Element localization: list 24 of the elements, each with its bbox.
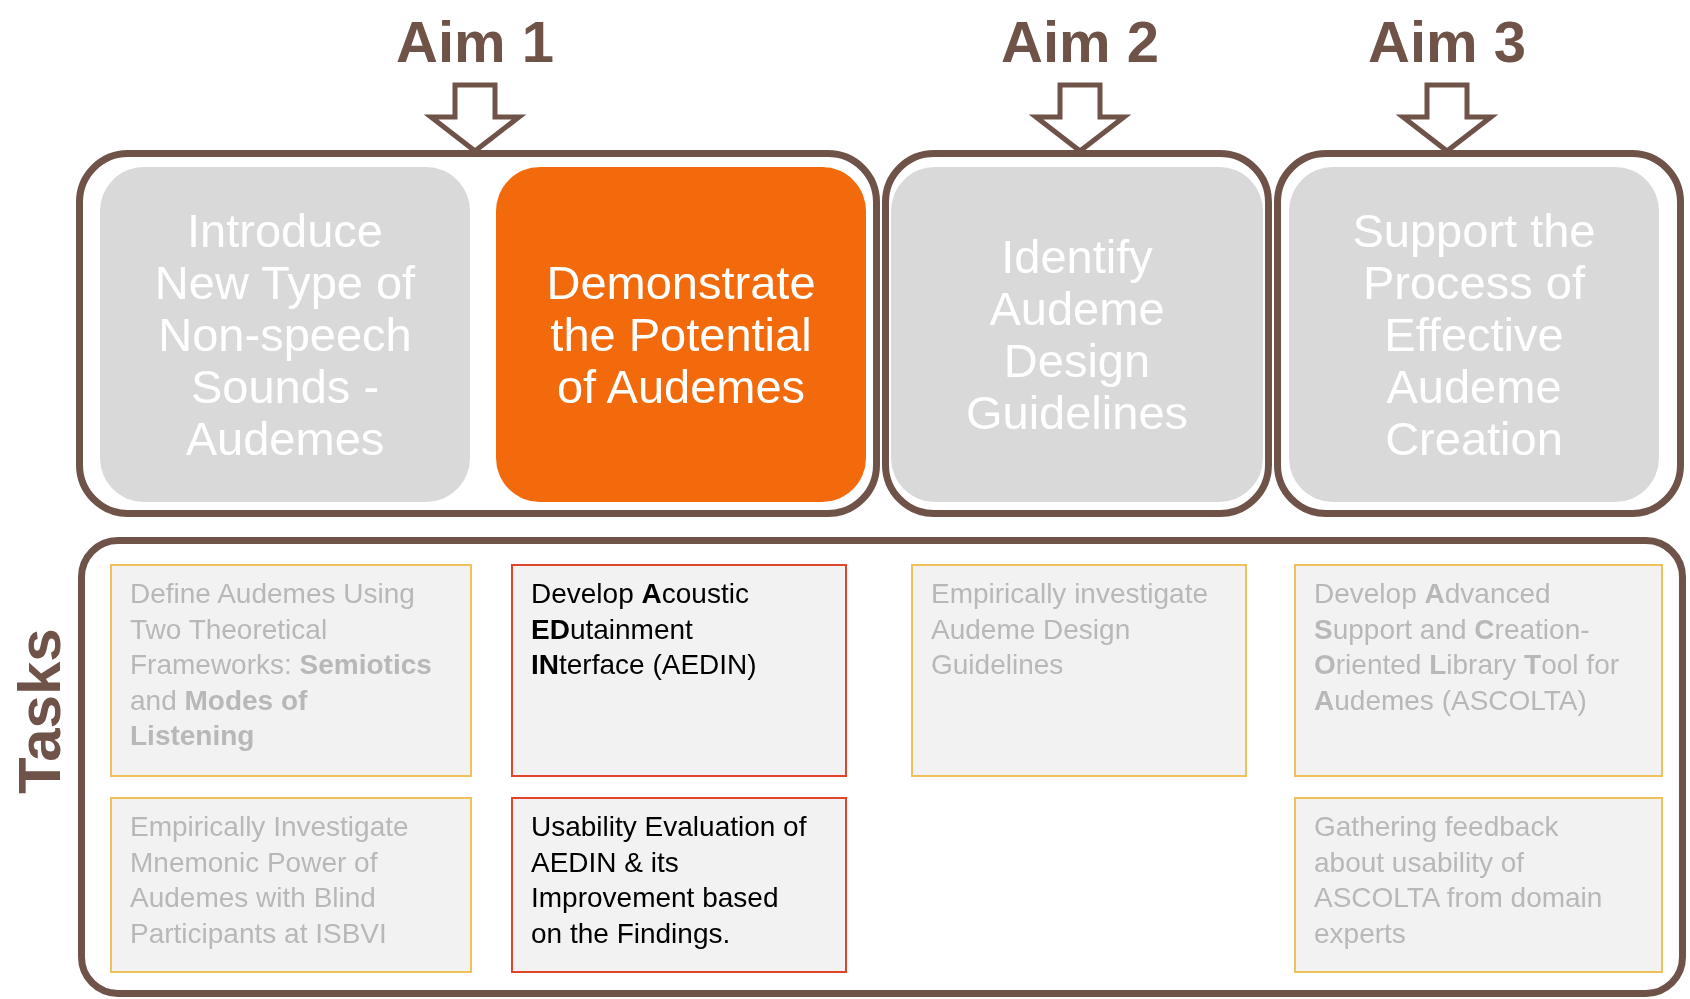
tasks-heading: Tasks xyxy=(10,628,70,794)
goal-box xyxy=(1289,167,1659,502)
task-box xyxy=(1294,564,1663,777)
aim-heading: Aim 3 xyxy=(1368,7,1526,75)
goal-box xyxy=(496,167,866,502)
aim-heading: Aim 1 xyxy=(396,7,554,75)
aim-heading: Aim 2 xyxy=(1001,7,1159,75)
aim-group-frame xyxy=(1274,150,1684,517)
task-box xyxy=(1294,797,1663,973)
task-text: Empirically Investigate Mnemonic Power of Audemes with Blind Participants at ISBVI xyxy=(130,811,409,949)
task-text: Define Audemes Using Two Theoretical Frameworks: Semiotics and Modes of Listening xyxy=(130,578,432,751)
task-text: Develop Advanced Support and Creation-Oriented Library Tool for Audemes (ASCOLTA) xyxy=(1314,578,1620,716)
task-text: Usability Evaluation of AEDIN & its Improvement based on the Findings. xyxy=(531,811,807,949)
task-box xyxy=(511,564,847,777)
task-text: Develop Acoustic EDutainment INterface (AEDIN) xyxy=(531,578,757,680)
task-box xyxy=(110,797,472,973)
task-box xyxy=(110,564,472,777)
goal-text: Demonstrate the Potential of Audemes xyxy=(545,256,817,413)
goal-box xyxy=(100,167,470,502)
task-text: Gathering feedback about usability of ASCOLTA from domain experts xyxy=(1314,811,1603,949)
aim-group-frame xyxy=(76,150,880,517)
task-box xyxy=(511,797,847,973)
task-text: Empirically investigate Audeme Design Guidelines xyxy=(931,578,1208,680)
task-box xyxy=(911,564,1247,777)
